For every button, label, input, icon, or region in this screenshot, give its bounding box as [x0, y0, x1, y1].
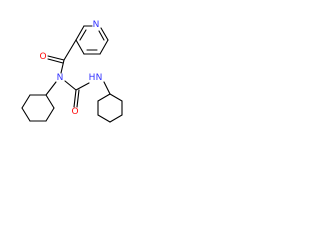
bond-urea-c-to-nh — [75, 82, 90, 91]
urea-nh-h-label: H — [89, 73, 96, 83]
bond-rchx-3 — [109, 114, 123, 123]
bond-pyridine-2 — [75, 39, 85, 55]
bond-urea-co-a — [73, 89, 77, 108]
bond-carbonyl-1-co-b — [47, 58, 64, 64]
bond-nh-to-right-cyclohexyl — [103, 81, 111, 95]
bond-rchx-1 — [109, 93, 123, 102]
bond-lchx-6 — [45, 94, 55, 109]
bond-pyridine-4 — [99, 39, 109, 55]
bond-pyridine-double-3 — [98, 30, 105, 41]
carbonyl-oxygen-2-label: O — [71, 107, 78, 117]
right-cyclohexane-ring — [97, 93, 123, 123]
urea-nh-n-label: N — [96, 73, 103, 83]
bond-rchx-6 — [97, 93, 111, 102]
pyridine-ring — [75, 25, 109, 55]
bond-pyridine-1 — [75, 25, 85, 41]
bond-ring-to-carbonyl — [63, 39, 77, 61]
bond-amide-n-to-left-cyclohexyl — [45, 81, 57, 96]
bond-pyridine-double-1 — [79, 29, 87, 41]
bond-lchx-2 — [21, 94, 31, 109]
bond-carbonyl-1-co-a — [47, 55, 65, 61]
molecule-structure-diagram: N O N O H N — [21, 20, 123, 123]
bond-carbonyl-to-amide-n — [60, 59, 65, 74]
bond-amide-n-to-urea-c — [64, 80, 77, 91]
bond-rchx-4 — [97, 114, 111, 123]
bond-lchx-5 — [45, 107, 55, 122]
bond-urea-co-b — [76, 89, 80, 108]
amide-nitrogen-label: N — [57, 73, 64, 83]
left-cyclohexane-ring — [21, 94, 55, 122]
pyridine-nitrogen-label: N — [93, 20, 100, 30]
bond-lchx-3 — [21, 107, 31, 122]
bond-pyridine-5 — [100, 27, 109, 41]
carbonyl-oxygen-1-label: O — [39, 52, 46, 62]
